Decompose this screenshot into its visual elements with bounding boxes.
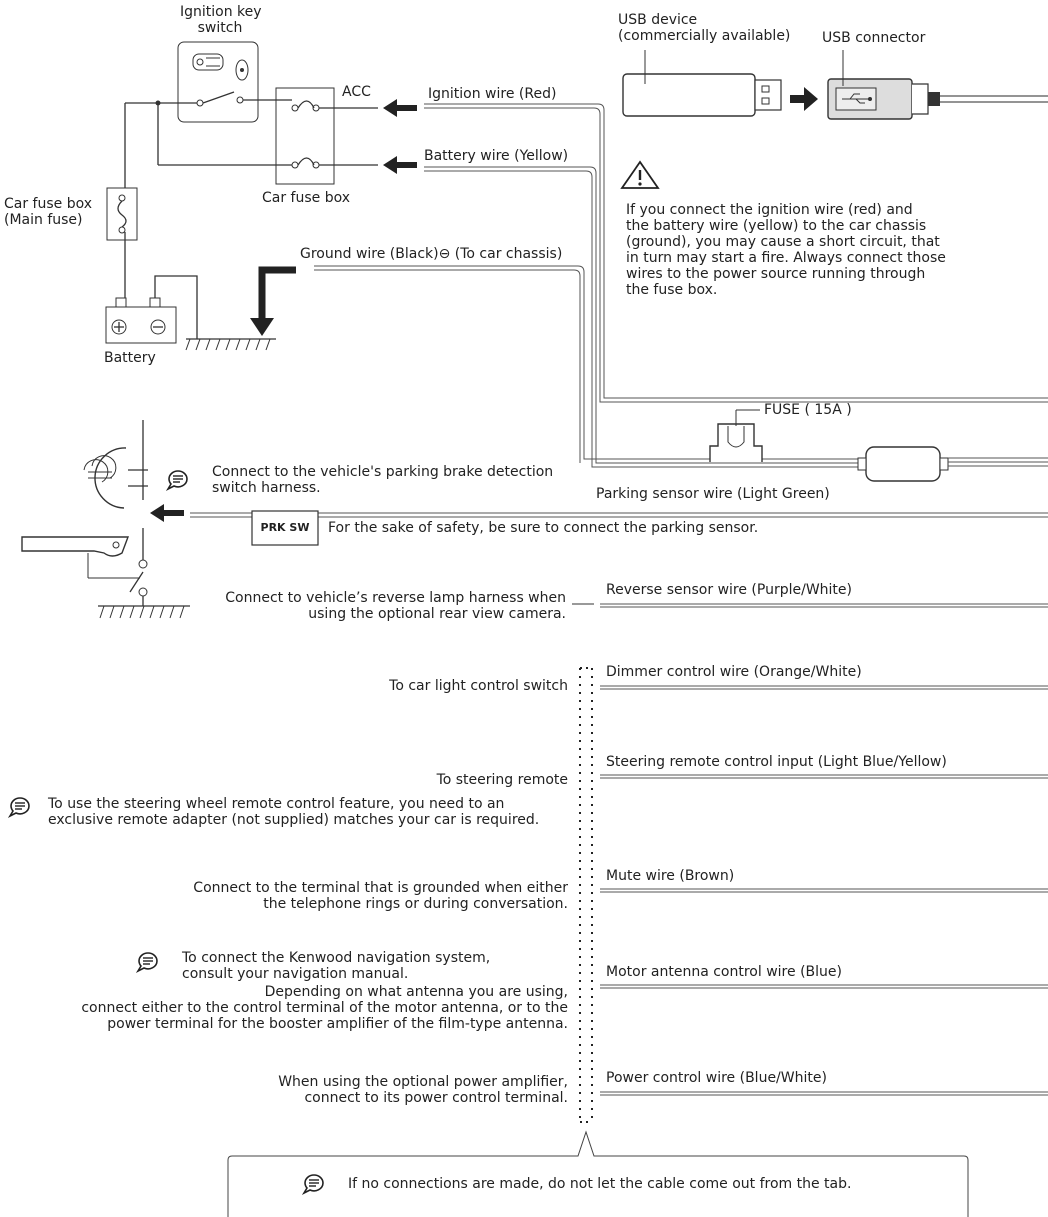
power-wiring [105,87,378,351]
bottom-callout-box [227,1130,969,1217]
fuse-15a [709,409,763,462]
ignition-key-switch [177,41,259,123]
ground-wire [314,265,862,463]
ignition-key-switch-label: Ignition key switch [180,4,262,36]
usb-connector-label: USB connector [822,30,926,46]
battery-label: Battery [104,350,156,366]
usb-device [622,50,818,117]
wire-tab-dotted [579,667,593,1123]
motor-antenna-note: Depending on what antenna you are using,… [81,984,568,1032]
power-control-wire-label: Power control wire (Blue/White) [606,1070,827,1086]
parking-brake-lamp [83,420,148,606]
battery-wire [424,166,862,468]
dimmer-control-wire-label: Dimmer control wire (Orange/White) [606,664,862,680]
car-fuse-box-label: Car fuse box [262,190,351,206]
bottom-note: If no connections are made, do not let t… [348,1176,852,1192]
harness-connector [857,446,1048,482]
mute-note: Connect to the terminal that is grounded… [193,880,568,912]
battery-wire-label: Battery wire (Yellow) [424,148,569,164]
ignition-wire [424,103,1048,403]
car-fuse-box-main-label: Car fuse box (Main fuse) [4,196,93,228]
steering-remote-wire-label: Steering remote control input (Light Blu… [606,754,947,770]
parking-sensor-wire-label: Parking sensor wire (Light Green) [596,486,830,502]
reverse-sensor-wire-label: Reverse sensor wire (Purple/White) [606,582,852,598]
left-arrow-icon [150,99,417,522]
parking-note: Connect to the vehicle's parking brake d… [212,464,554,496]
lower-wires [600,603,1048,1096]
ignition-wire-label: Ignition wire (Red) [428,86,557,102]
usb-connector [827,50,1048,120]
reverse-note: Connect to vehicle’s reverse lamp harnes… [225,590,566,622]
power-control-note: When using the optional power amplifier,… [278,1074,568,1106]
acc-label: ACC [342,84,371,100]
motor-antenna-wire-label: Motor antenna control wire (Blue) [606,964,842,980]
warning-text: If you connect the ignition wire (red) a… [626,202,946,298]
parking-brake-lever [21,536,190,619]
dimmer-note: To car light control switch [389,678,568,694]
prk-sw-label: PRK SW [260,521,310,534]
ground-wire-label: Ground wire (Black)⊖ (To car chassis) [300,246,563,262]
fuse-label: FUSE ( 15A ) [764,402,852,418]
steering-note-detail: To use the steering wheel remote control… [48,796,540,828]
mute-note-detail: To connect the Kenwood navigation system… [182,950,491,982]
steering-note: To steering remote [436,772,568,788]
parking-sensor-wire [190,510,1048,546]
parking-safety-note: For the sake of safety, be sure to conne… [328,520,759,536]
usb-device-label: USB device (commercially available) [618,12,791,44]
warning-triangle-icon [620,160,660,189]
mute-wire-label: Mute wire (Brown) [606,868,735,884]
